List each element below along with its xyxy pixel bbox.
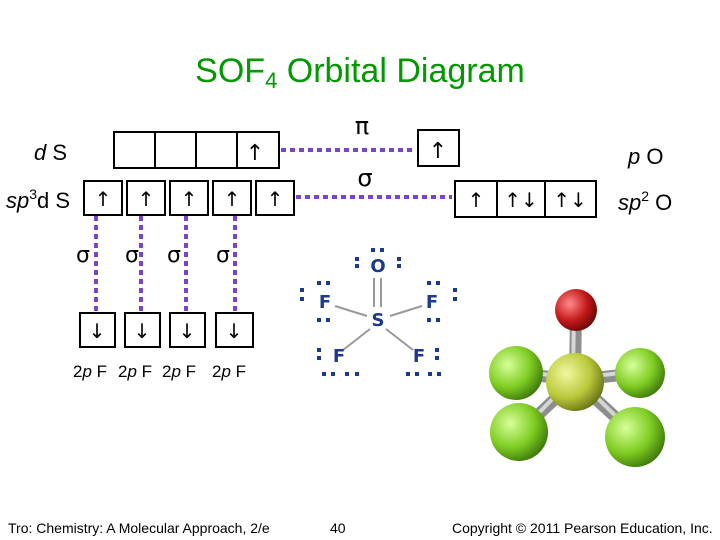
fluorine-label-3: 2p F: [162, 362, 197, 381]
sulfur-hybrid-box-2: [126, 180, 166, 216]
sulfur-d-boxes: [113, 131, 280, 169]
sulfur-hybrid-box-3: [169, 180, 209, 216]
sulfur-hybrid-electron-5: ↑: [267, 187, 284, 211]
lewis-sf-bond-2: [389, 305, 423, 317]
lewis-structure: O S F F F F: [300, 248, 457, 376]
fluorine-electron-4: ↓: [226, 319, 243, 343]
lewis-fluorine-1: F: [319, 292, 331, 313]
sulfur-hybrid-electron-3: ↑: [181, 187, 198, 211]
oxygen-p-electron: ↑: [429, 139, 447, 164]
sulfur-d-label: d S: [34, 140, 68, 165]
fluorine-boxes: [79, 312, 254, 348]
lewis-sf-bond-4: [385, 328, 414, 351]
sf-sigma-symbol-4: σ: [216, 243, 230, 268]
model-fluorine-ball-2: [615, 348, 665, 398]
footer-copyright: Copyright © 2011 Pearson Education, Inc.: [452, 520, 713, 536]
lewis-fluorine-2: F: [426, 292, 438, 313]
lewis-oxygen: O: [370, 256, 385, 277]
sulfur-d-box-2: [154, 131, 197, 169]
fluorine-label-1: 2p F: [73, 362, 108, 381]
pi-symbol: π: [355, 112, 369, 140]
model-sulfur-ball: [546, 353, 604, 411]
sulfur-hybrid-label: sp3d S: [6, 186, 71, 213]
lewis-sulfur: S: [372, 310, 385, 331]
footer-source: Tro: Chemistry: A Molecular Approach, 2/…: [8, 520, 270, 536]
sulfur-d-box-3: [195, 131, 238, 169]
oxygen-hybrid-box-2: [496, 180, 546, 218]
sulfur-hybrid-electron-4: ↑: [224, 187, 241, 211]
slide-title: SOF4 Orbital Diagram: [195, 52, 525, 93]
oxygen-hybrid-box-3: [544, 180, 597, 218]
sf-sigma-lines: [94, 216, 237, 312]
oxygen-hybrid-boxes: [454, 180, 597, 218]
sulfur-hybrid-electron-1: ↑: [95, 187, 112, 211]
fluorine-box-1: [79, 312, 116, 348]
fluorine-box-4: [215, 312, 254, 348]
sulfur-d-box-4: [236, 131, 280, 169]
fluorine-box-2: [124, 312, 161, 348]
sf-sigma-symbol-1: σ: [76, 243, 90, 268]
fluorine-label-4: 2p F: [212, 362, 247, 381]
fluorine-electron-3: ↓: [179, 319, 196, 343]
oxygen-p-label: p O: [628, 144, 664, 169]
oxygen-hybrid-box-1: [454, 180, 498, 218]
oxygen-hybrid-electron-3: ↑↓: [553, 188, 587, 212]
sulfur-hybrid-boxes: [83, 180, 295, 216]
oxygen-hybrid-electron-2: ↑↓: [504, 188, 538, 212]
oxygen-hybrid-label: sp2 O: [618, 188, 673, 215]
model-fluorine-ball-3: [490, 403, 548, 461]
fluorine-label-2: 2p F: [118, 362, 153, 381]
lewis-fluorine-3: F: [333, 346, 345, 367]
lewis-sf-bond-1: [334, 305, 368, 317]
lewis-fluorine-4: F: [413, 346, 425, 367]
sulfur-d-box-1: [113, 131, 156, 169]
oxygen-hybrid-electron-1: ↑: [468, 188, 485, 212]
fluorine-electron-1: ↓: [89, 319, 106, 343]
ball-and-stick-model: [489, 289, 665, 467]
sf-sigma-symbol-3: σ: [167, 243, 181, 268]
model-fluorine-ball-1: [489, 346, 543, 400]
sf-sigma-symbol-2: σ: [125, 243, 139, 268]
oxygen-p-box: [417, 129, 460, 167]
lewis-lone-pairs: [300, 248, 457, 376]
model-oxygen-ball: [555, 289, 597, 331]
fluorine-electron-2: ↓: [134, 319, 151, 343]
sulfur-hybrid-box-5: [255, 180, 295, 216]
sulfur-hybrid-electron-2: ↑: [138, 187, 155, 211]
sulfur-hybrid-box-4: [212, 180, 252, 216]
footer-page-number: 40: [330, 520, 346, 536]
fluorine-box-3: [169, 312, 206, 348]
lewis-sf-bond-3: [342, 328, 371, 351]
sulfur-d-electron: ↑: [246, 141, 264, 166]
model-fluorine-ball-4: [605, 407, 665, 467]
sulfur-hybrid-box-1: [83, 180, 123, 216]
so-sigma-symbol: σ: [357, 164, 372, 192]
